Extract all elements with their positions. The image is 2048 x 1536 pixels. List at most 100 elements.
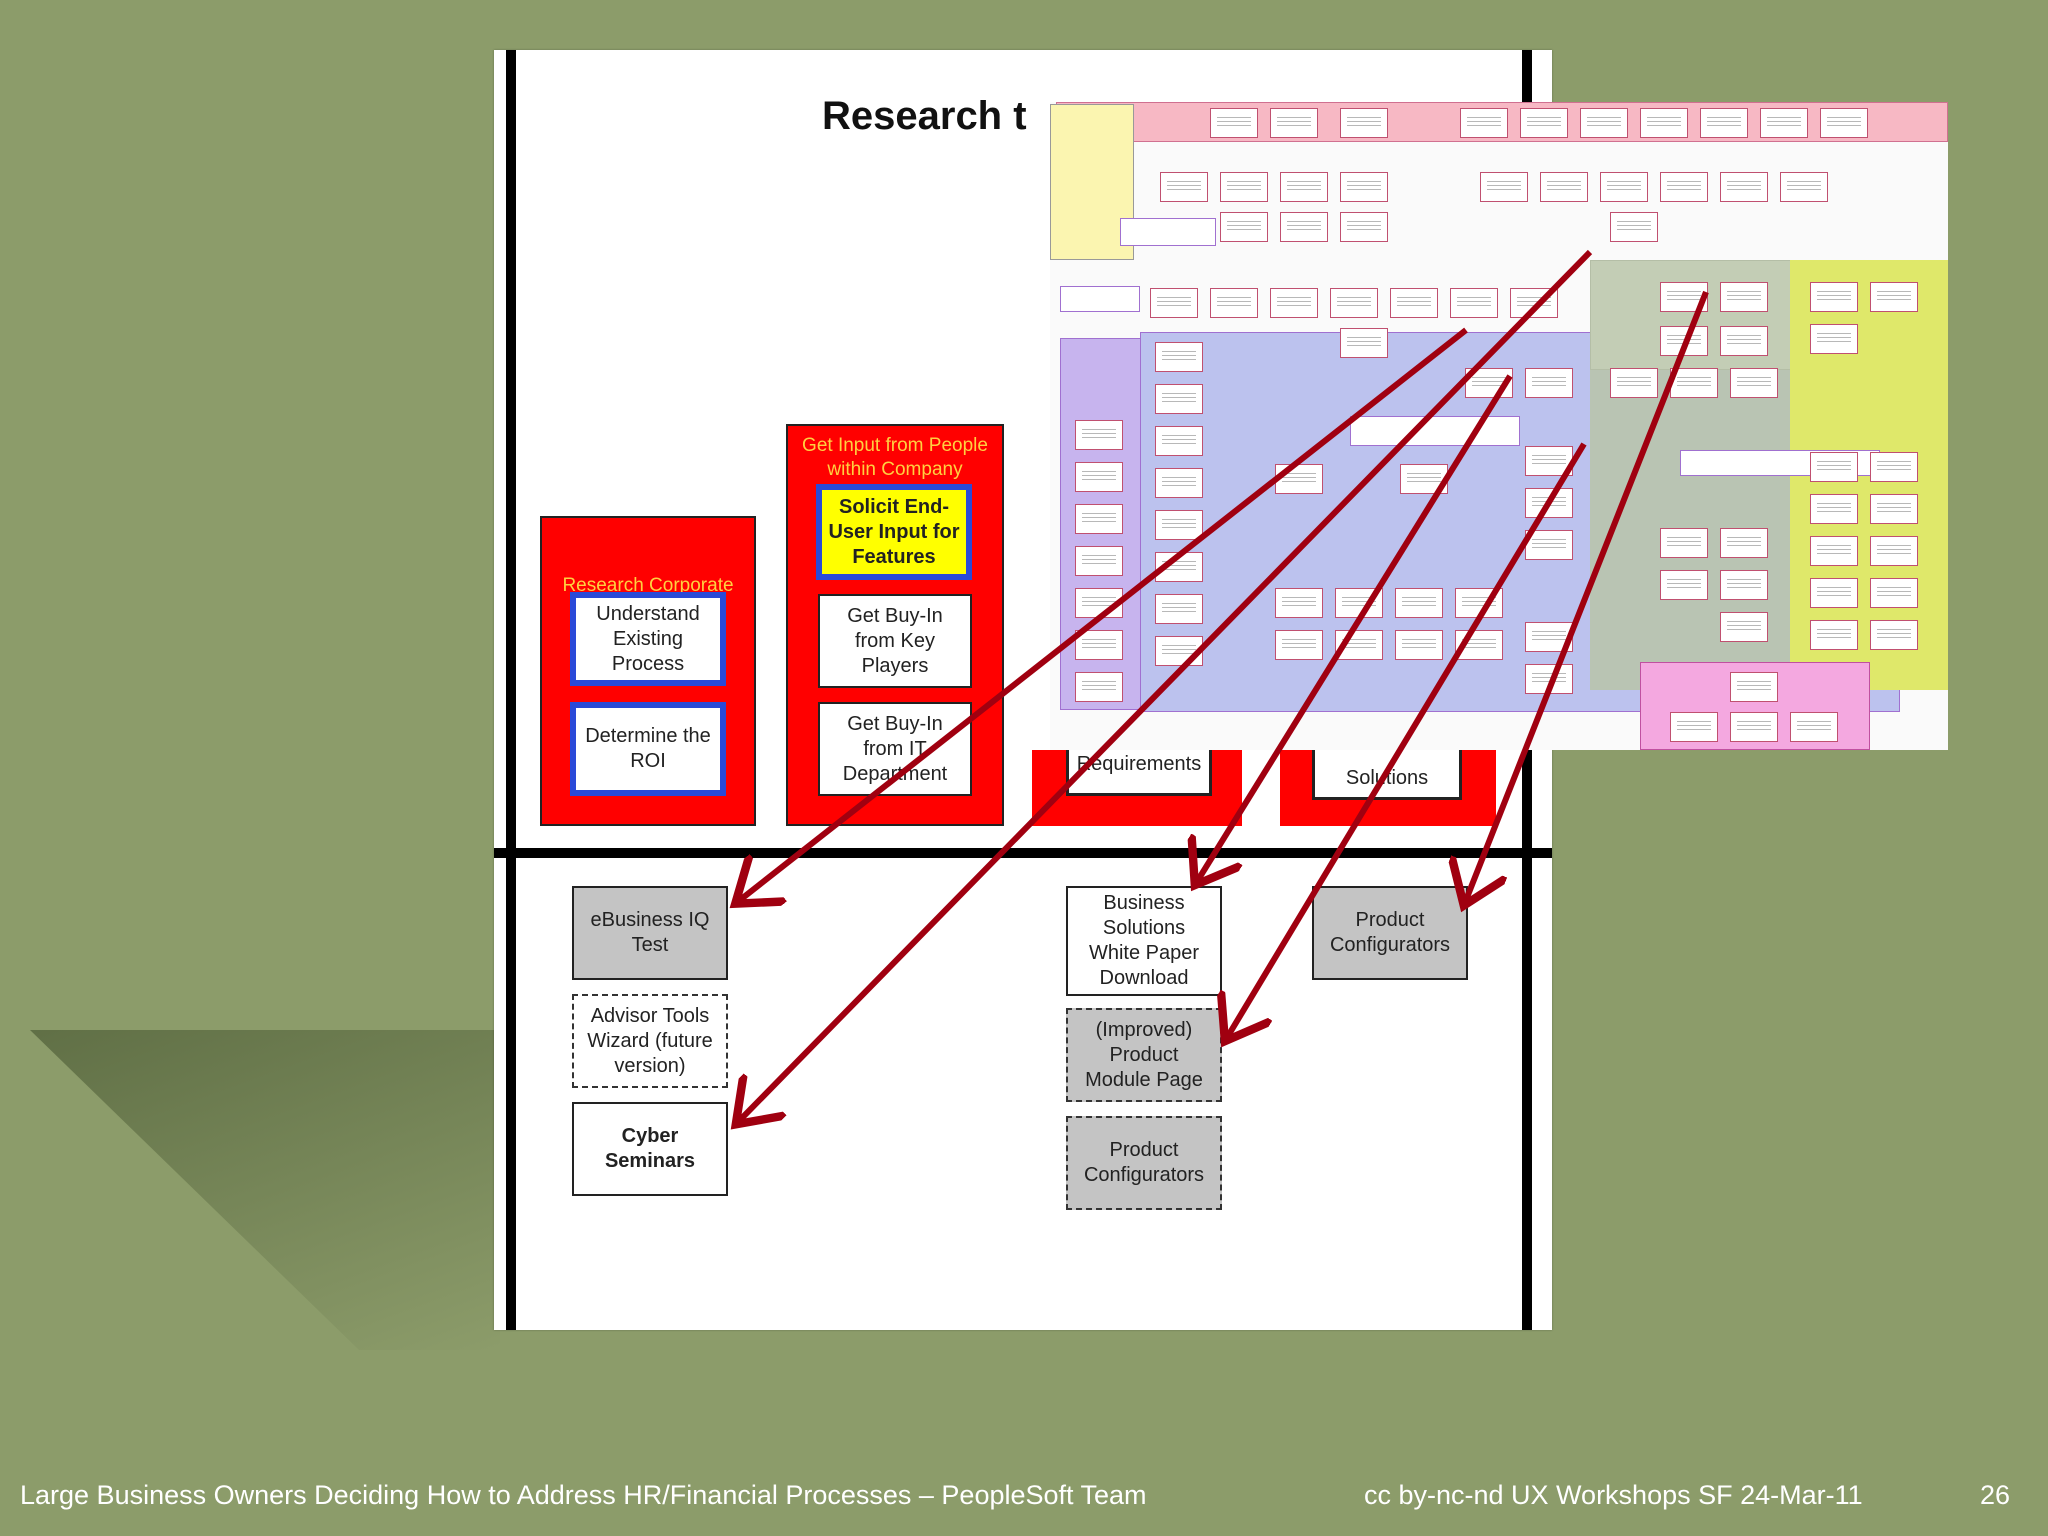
overlay-node [1075,672,1123,702]
overlay-node [1400,464,1448,494]
overlay-node [1155,468,1203,498]
overlay-node [1700,108,1748,138]
overlay-node [1155,342,1203,372]
overlay-node [1720,282,1768,312]
overlay-node [1455,630,1503,660]
overlay-node [1270,108,1318,138]
overlay-node [1460,108,1508,138]
overlay-node [1275,464,1323,494]
overlay-node [1075,462,1123,492]
overlay-node [1870,620,1918,650]
overlay-node [1155,552,1203,582]
overlay-node [1455,588,1503,618]
overlay-node [1660,172,1708,202]
slide-title: Research t [822,94,1027,138]
box-advisor-tools[interactable]: Advisor Tools Wizard (future version) [572,994,728,1088]
box-white-paper[interactable]: Business Solutions White Paper Download [1066,886,1222,996]
overlay-node [1580,108,1628,138]
overlay-node [1720,570,1768,600]
overlay-node [1340,328,1388,358]
overlay-node [1525,446,1573,476]
overlay-node [1810,536,1858,566]
overlay-node [1210,288,1258,318]
overlay-node [1480,172,1528,202]
overlay-node [1525,530,1573,560]
overlay-node [1155,594,1203,624]
overlay-node [1810,494,1858,524]
overlay-node [1525,368,1573,398]
overlay-node [1525,622,1573,652]
overlay-node [1395,630,1443,660]
overlay-node [1870,452,1918,482]
overlay-node [1810,452,1858,482]
left-border-line [506,50,516,1330]
overlay-node [1600,172,1648,202]
overlay-node [1670,712,1718,742]
box-product-configurators-2[interactable]: Product Configurators [1066,1116,1222,1210]
overlay-node [1790,712,1838,742]
footer-page-number: 26 [1980,1480,2011,1510]
overlay-node [1610,368,1658,398]
overlay-node [1335,588,1383,618]
overlay-node [1660,282,1708,312]
overlay-node [1155,384,1203,414]
overlay-node [1155,636,1203,666]
overlay-node [1660,570,1708,600]
box-cyber-seminars[interactable]: Cyber Seminars [572,1102,728,1196]
overlay-node [1395,588,1443,618]
footer-title: Large Business Owners Deciding How to Ad… [20,1480,1147,1510]
overlay-node [1810,578,1858,608]
site-map-overlay [1050,102,1948,750]
box-solicit-end-user[interactable]: Solicit End- User Input for Features [816,484,972,580]
overlay-node [1660,326,1708,356]
overlay-node [1075,546,1123,576]
box-product-module-page[interactable]: (Improved) Product Module Page [1066,1008,1222,1102]
overlay-node [1660,528,1708,558]
box-buyin-it[interactable]: Get Buy-In from IT Department [818,702,972,796]
overlay-node [1870,536,1918,566]
overlay-label-box [1350,416,1520,446]
box-product-configurators-1[interactable]: Product Configurators [1312,886,1468,980]
overlay-node [1160,172,1208,202]
overlay-node [1730,672,1778,702]
overlay-node [1075,420,1123,450]
group-label: Get Input from People within Company [802,435,988,480]
overlay-node [1720,172,1768,202]
box-ebusiness-iq-test[interactable]: eBusiness IQ Test [572,886,728,980]
overlay-node [1870,494,1918,524]
overlay-node [1720,612,1768,642]
slide-shadow [30,1030,500,1350]
overlay-node [1450,288,1498,318]
overlay-node [1525,488,1573,518]
overlay-node [1465,368,1513,398]
overlay-node [1670,368,1718,398]
overlay-node [1340,212,1388,242]
overlay-node [1810,282,1858,312]
overlay-node [1520,108,1568,138]
overlay-node [1720,528,1768,558]
overlay-node [1760,108,1808,138]
overlay-node [1155,510,1203,540]
overlay-node [1330,288,1378,318]
box-buyin-key-players[interactable]: Get Buy-In from Key Players [818,594,972,688]
box-understand-process[interactable]: Understand Existing Process [570,592,726,686]
overlay-label-box [1120,218,1216,246]
overlay-node [1220,212,1268,242]
overlay-node [1210,108,1258,138]
overlay-node [1280,172,1328,202]
box-determine-roi[interactable]: Determine the ROI [570,702,726,796]
overlay-node [1155,426,1203,456]
overlay-node [1280,212,1328,242]
footer-license: cc by-nc-nd UX Workshops SF 24-Mar-11 [1364,1480,1863,1510]
overlay-node [1780,172,1828,202]
overlay-node [1270,288,1318,318]
overlay-node [1720,326,1768,356]
overlay-node [1610,212,1658,242]
overlay-node [1340,172,1388,202]
overlay-node [1870,282,1918,312]
overlay-node [1150,288,1198,318]
divider-line [494,848,1552,858]
overlay-node [1810,620,1858,650]
overlay-node [1075,588,1123,618]
overlay-node [1870,578,1918,608]
